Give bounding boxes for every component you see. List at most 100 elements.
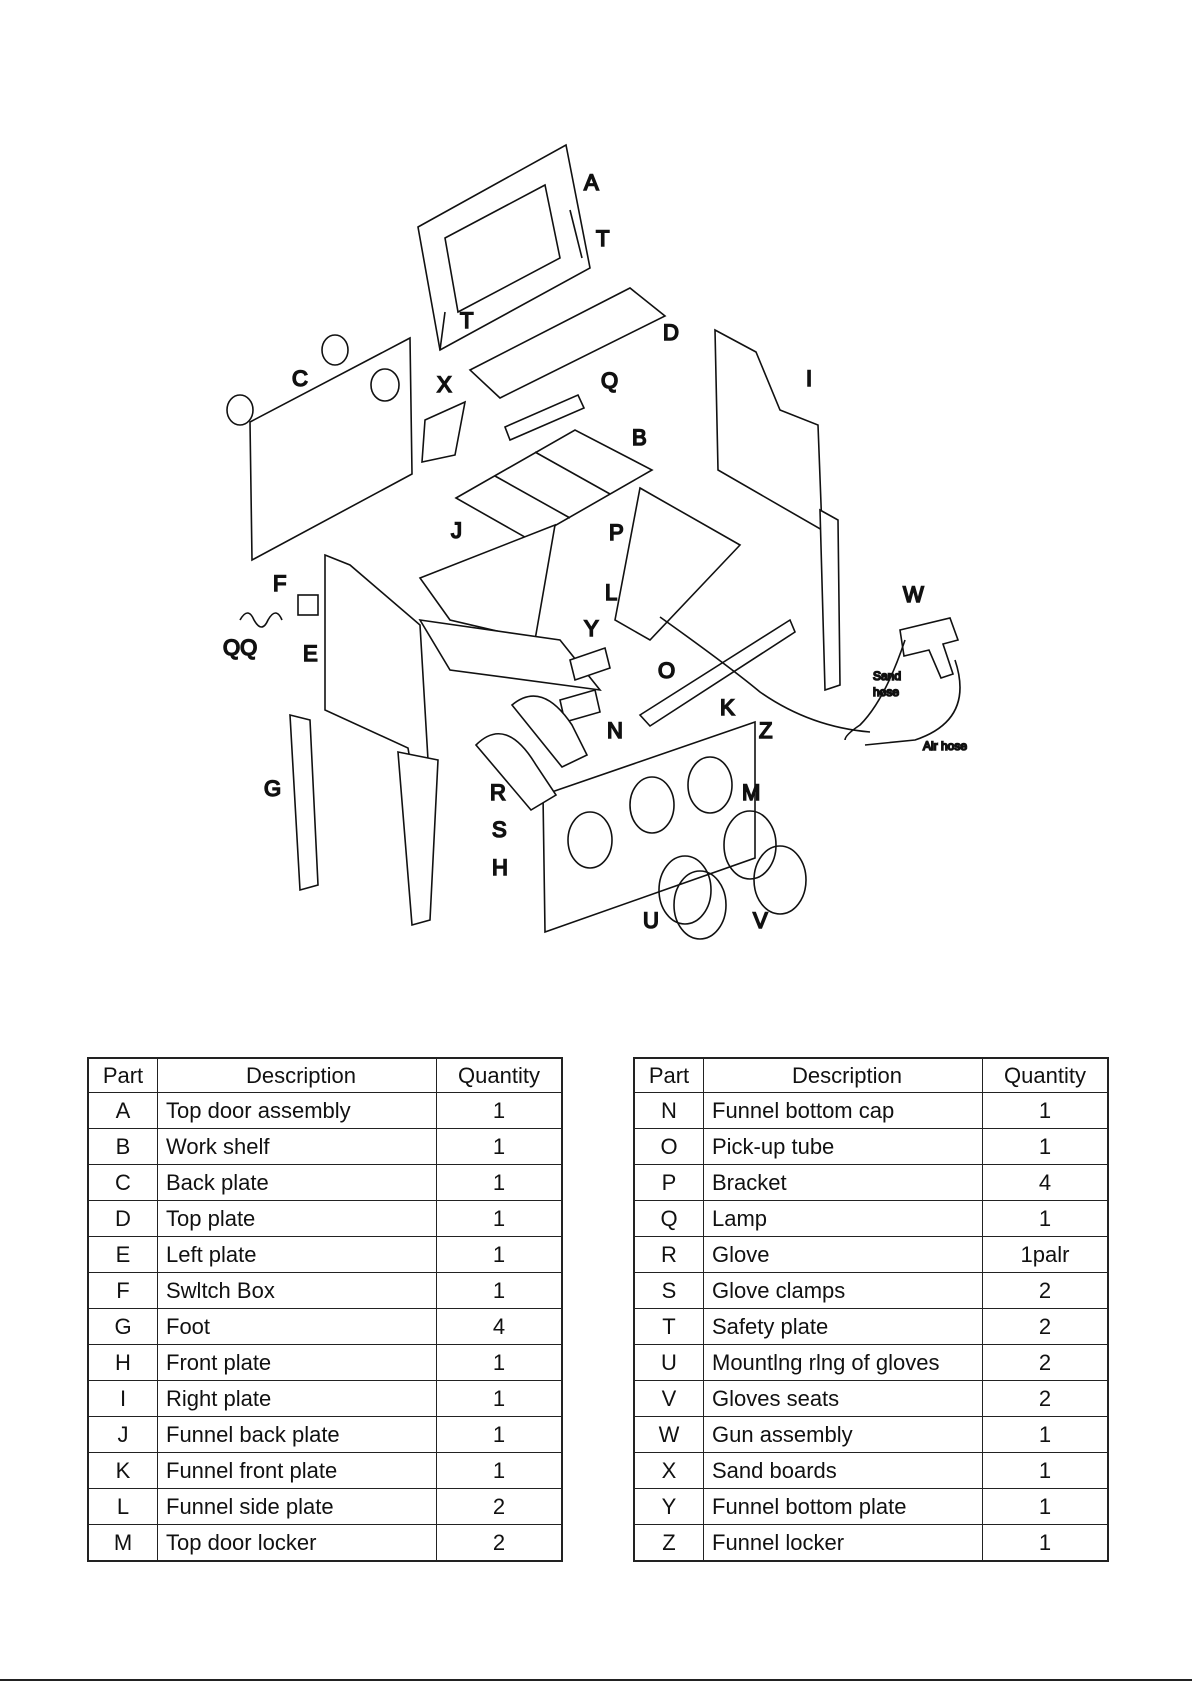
label-Y: Y — [584, 616, 599, 641]
description-cell: Funnel front plate — [157, 1452, 437, 1489]
quantity-cell: 1 — [982, 1200, 1109, 1237]
quantity-cell: 1 — [982, 1488, 1109, 1525]
quantity-cell: 2 — [982, 1344, 1109, 1381]
part-cell: P — [633, 1164, 704, 1201]
description-cell: Front plate — [157, 1344, 437, 1381]
quantity-cell: 1 — [982, 1452, 1109, 1489]
top-door-drawing — [417, 143, 591, 352]
part-cell: L — [87, 1488, 158, 1525]
quantity-cell: 1 — [436, 1380, 563, 1417]
label-air-hose: Air hose — [923, 739, 967, 753]
label-QQ: QQ — [223, 635, 257, 660]
label-A: A — [584, 170, 599, 195]
quantity-cell: 2 — [436, 1524, 563, 1562]
part-cell: X — [633, 1452, 704, 1489]
label-sand-hose-2: hose — [873, 685, 899, 699]
label-Z: Z — [759, 718, 772, 743]
top-plate-drawing — [468, 287, 667, 399]
part-cell: N — [633, 1092, 704, 1129]
label-O: O — [658, 658, 675, 683]
quantity-cell: 1 — [436, 1236, 563, 1273]
description-cell: Lamp — [703, 1200, 983, 1237]
part-cell: Y — [633, 1488, 704, 1525]
label-H: H — [492, 855, 508, 880]
left-plate-drawing — [289, 553, 439, 927]
quantity-cell: 1 — [436, 1200, 563, 1237]
part-cell: I — [87, 1380, 158, 1417]
funnel-drawing — [418, 486, 796, 728]
label-W: W — [903, 582, 924, 607]
description-cell: Back plate — [157, 1164, 437, 1201]
label-D: D — [663, 320, 679, 345]
description-cell: Top door assembly — [157, 1092, 437, 1129]
description-cell: Glove — [703, 1236, 983, 1273]
quantity-cell: 2 — [982, 1380, 1109, 1417]
label-F: F — [273, 571, 286, 596]
switch-box-drawing — [239, 594, 319, 628]
header-description: Description — [157, 1057, 437, 1093]
label-E: E — [303, 641, 318, 666]
quantity-cell: 1 — [436, 1452, 563, 1489]
bottom-rule — [0, 1679, 1192, 1681]
part-cell: H — [87, 1344, 158, 1381]
part-cell: R — [633, 1236, 704, 1273]
label-J: J — [451, 518, 462, 543]
description-cell: Glove clamps — [703, 1272, 983, 1309]
label-sand-hose-1: Sand — [873, 669, 901, 683]
description-cell: Bracket — [703, 1164, 983, 1201]
label-L: L — [605, 580, 617, 605]
part-cell: D — [87, 1200, 158, 1237]
description-cell: Funnel back plate — [157, 1416, 437, 1453]
header-description: Description — [703, 1057, 983, 1093]
part-cell: W — [633, 1416, 704, 1453]
label-M: M — [742, 780, 760, 805]
label-T-lower: T — [460, 308, 473, 333]
description-cell: Top plate — [157, 1200, 437, 1237]
quantity-cell: 1 — [436, 1344, 563, 1381]
quantity-cell: 4 — [436, 1308, 563, 1345]
description-cell: Swltch Box — [157, 1272, 437, 1309]
quantity-cell: 1 — [982, 1092, 1109, 1129]
part-cell: Z — [633, 1524, 704, 1562]
header-quantity: Quantity — [982, 1057, 1109, 1093]
quantity-cell: 1palr — [982, 1236, 1109, 1273]
label-I: I — [806, 366, 812, 391]
description-cell: Work shelf — [157, 1128, 437, 1165]
description-cell: Left plate — [157, 1236, 437, 1273]
label-R: R — [490, 780, 506, 805]
label-U: U — [643, 908, 659, 933]
part-cell: E — [87, 1236, 158, 1273]
gloves-drawing — [474, 695, 589, 812]
quantity-cell: 2 — [436, 1488, 563, 1525]
description-cell: Gloves seats — [703, 1380, 983, 1417]
quantity-cell: 1 — [436, 1416, 563, 1453]
description-cell: Funnel bottom plate — [703, 1488, 983, 1525]
back-plate-drawing — [226, 334, 413, 562]
label-C: C — [292, 366, 308, 391]
description-cell: Top door locker — [157, 1524, 437, 1562]
quantity-cell: 1 — [436, 1272, 563, 1309]
part-cell: V — [633, 1380, 704, 1417]
work-shelf-drawing — [454, 429, 654, 541]
part-cell: G — [87, 1308, 158, 1345]
part-cell: C — [87, 1164, 158, 1201]
label-S: S — [492, 817, 507, 842]
quantity-cell: 1 — [982, 1416, 1109, 1453]
part-cell: M — [87, 1524, 158, 1562]
front-plate-drawing — [542, 720, 807, 940]
